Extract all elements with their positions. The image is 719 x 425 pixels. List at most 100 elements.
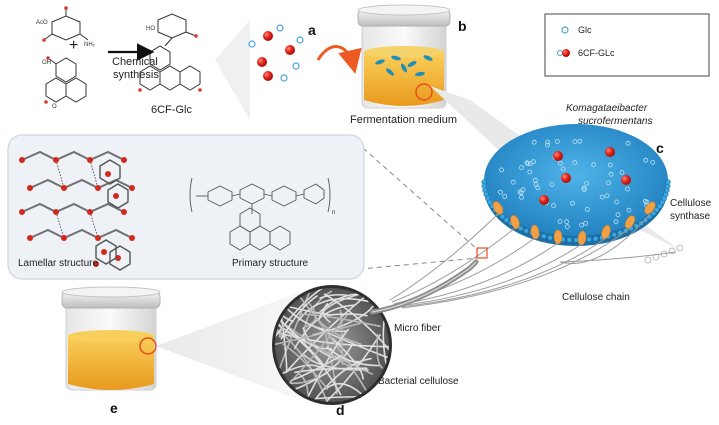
cell-glucose-dot — [502, 194, 508, 199]
cell-glucose-dot — [557, 218, 563, 224]
panel-label-a: a — [308, 22, 316, 38]
cell-glucose-dot — [520, 187, 526, 193]
cellulose-fiber-strand — [312, 357, 372, 402]
micro-fiber-highlight — [371, 261, 477, 313]
synthesis-label-line1: Chemical — [112, 56, 158, 68]
cell-glucose-dot — [650, 159, 656, 165]
cellulose-fiber-strand — [322, 303, 331, 323]
cell-glucose-dot — [533, 181, 539, 187]
cell-glucose-dot — [560, 166, 566, 172]
cell-glucose-dot — [584, 180, 589, 186]
cell-glucose-dot — [604, 193, 610, 199]
panel-label-c: c — [656, 140, 664, 156]
cell-glucose-dot — [545, 139, 551, 145]
bacterium-name-line2: sucrofermentans — [578, 116, 653, 127]
cell-glucose-dot — [557, 160, 563, 166]
membrane-bead — [650, 210, 657, 217]
panel-label-e: e — [110, 400, 118, 416]
cell-glucose-dot — [625, 186, 630, 192]
cellulose-fiber-strand — [279, 309, 288, 373]
legend-box — [544, 13, 710, 77]
cell-glucose-dot — [599, 194, 605, 200]
reactant-carboxyfluorescein-structure — [45, 57, 87, 103]
membrane-bead — [665, 179, 671, 185]
membrane-bead — [586, 236, 592, 243]
chain-glucose-loops — [644, 244, 684, 264]
membrane-bead — [523, 228, 529, 234]
legend-label-glc: Glc — [578, 25, 592, 35]
fermentation-jar — [357, 4, 451, 109]
membrane-bead — [566, 237, 573, 243]
structure-inset — [7, 134, 365, 280]
cellulose-fiber-strand — [276, 315, 333, 350]
legend-glc-icon — [561, 26, 569, 34]
cell-glucose-dot — [531, 139, 537, 145]
primary-structure-label: Primary structure — [232, 258, 309, 269]
bacteria-in-medium — [375, 55, 433, 77]
membrane-bead — [657, 203, 663, 209]
hydroxyl-label-left: OH — [42, 60, 51, 66]
cellulose-fiber-strand — [325, 382, 365, 397]
cell-glucose-dot — [551, 203, 556, 209]
membrane-bead — [638, 220, 644, 226]
legend-6cf-glc-icon — [562, 49, 570, 57]
lamellar-structure-model — [19, 150, 135, 271]
cell-glucose-dot — [535, 185, 541, 191]
inoculation-arrow — [316, 45, 362, 74]
membrane-bead — [503, 217, 510, 223]
membrane-bead — [611, 232, 617, 238]
plus-sign: + — [69, 37, 79, 54]
hydroxyl-label-product: HO — [146, 26, 155, 32]
membrane-bead — [541, 233, 547, 239]
cell-glucose-dot — [614, 199, 619, 205]
cellulose-fiber-strand — [326, 334, 381, 402]
product-6cf-glc-structure — [139, 13, 201, 91]
membrane-bead — [654, 207, 660, 213]
free-molecules-cluster — [248, 24, 304, 82]
panel-label-d: d — [336, 402, 345, 418]
oxygen-atom-markers — [42, 6, 202, 104]
membrane-bead — [592, 236, 599, 242]
cell-glucose-dot — [499, 167, 504, 173]
magnify-marker-b — [415, 83, 433, 101]
micro-fiber-label: Micro fiber — [394, 323, 441, 334]
cell-glucose-dot — [607, 162, 613, 168]
cell-6cf-glc-molecules — [539, 147, 631, 205]
reactant-glucosamine-structure — [43, 8, 89, 41]
membrane-bead — [487, 199, 493, 205]
cell-glucose-dot — [519, 165, 524, 171]
magnify-marker-chain — [476, 247, 488, 259]
cellulose-fiber-strand — [318, 292, 365, 320]
product-jar — [61, 286, 161, 391]
membrane-bead — [518, 225, 524, 232]
synthase-label-line1: Cellulose — [670, 198, 712, 209]
cell-glucose-dot — [577, 138, 583, 144]
bacterial-cell — [484, 124, 668, 246]
synthase-label-line2: synthase — [670, 211, 711, 222]
cell-glucose-dot — [643, 157, 649, 163]
cell-glucose-dot — [527, 169, 533, 175]
cell-glucose-dot — [579, 222, 584, 228]
cellulose-fiber-strand — [323, 293, 389, 353]
cellulose-fiber-strand — [290, 355, 342, 382]
micro-fiber-bundle — [369, 259, 479, 315]
cell-glucose-dot — [570, 200, 575, 206]
cellulose-fiber-strand — [282, 343, 328, 390]
acetyl-label: AcO — [36, 20, 48, 26]
cellulose-fiber-strand — [278, 323, 285, 338]
bacterial-cellulose-label: Bacterial cellulose — [378, 376, 459, 387]
cell-glucose-dot — [644, 199, 650, 205]
cellulose-fiber-strand — [376, 333, 384, 369]
cell-glucose-dot — [510, 179, 516, 185]
cell-glucose-dot — [498, 189, 503, 195]
cell-glucose-dot — [517, 189, 523, 195]
cellulose-fiber-strand — [298, 373, 309, 395]
cell-glucose-dot — [545, 142, 550, 148]
cellulose-fiber-strand — [306, 328, 349, 400]
cellulose-fiber-strand — [280, 295, 318, 340]
zoom-cone-fibers — [156, 292, 300, 400]
zoom-cone-synthesis — [215, 20, 250, 120]
fermentation-medium-label: Fermentation medium — [350, 114, 457, 126]
cell-glucose-dot — [581, 185, 587, 191]
